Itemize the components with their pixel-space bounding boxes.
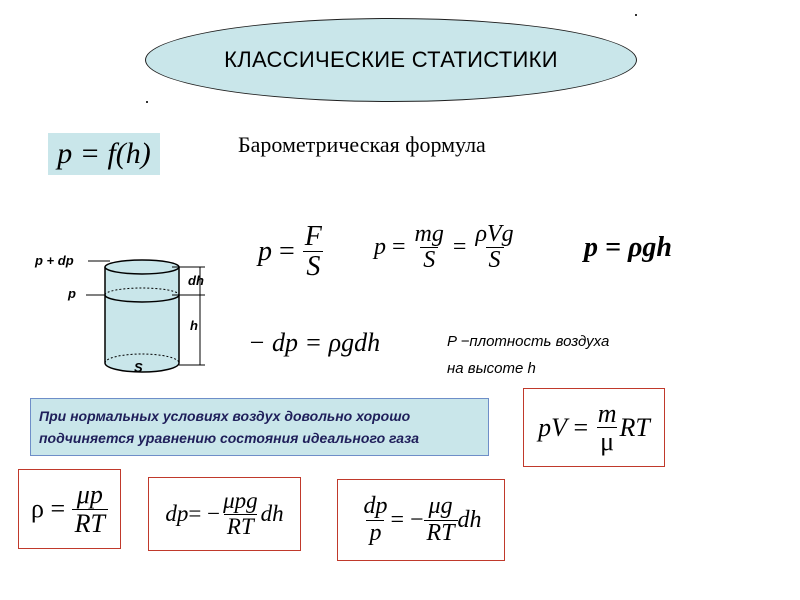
denominator: RT: [223, 513, 257, 539]
formula-text: p = ρgh: [584, 232, 672, 263]
denominator: μ: [597, 427, 618, 455]
formula-p-f-h-text: p = f(h): [57, 137, 151, 170]
page-title: КЛАССИЧЕСКИЕ СТАТИСТИКИ: [224, 47, 558, 72]
formula-lhs: pV: [538, 412, 568, 442]
numerator: F: [304, 221, 322, 252]
decor-dot: [635, 14, 637, 16]
formula-rhs: dh: [457, 506, 482, 533]
formula-dp-box: dp = − μpg RT dh: [148, 477, 301, 551]
formula-rhs: dh: [260, 501, 284, 526]
denominator: S: [420, 247, 439, 273]
numerator: m: [597, 398, 617, 428]
equals-sign: =: [567, 412, 595, 442]
fraction: mg S: [412, 221, 447, 273]
numerator: mg: [414, 221, 444, 247]
cylinder-diagram: p + dp p dh h S: [34, 253, 205, 375]
formula-dp-over-p-box: dp p = − μg RT dh: [337, 479, 505, 561]
equals-minus-sign: = −: [390, 506, 424, 533]
label-h: h: [190, 318, 198, 333]
fraction: μg RT: [423, 493, 458, 546]
formula-minus-dp: − dp = ρgdh: [248, 328, 380, 358]
fraction: μp RT: [71, 480, 108, 537]
formula-lhs: ρ: [31, 494, 44, 523]
formula-lhs: p: [374, 234, 386, 261]
equals-sign: =: [386, 234, 412, 261]
label-s: S: [134, 360, 143, 375]
ideal-gas-info-box: При нормальных условиях воздух довольно …: [30, 398, 489, 456]
numerator: ρVg: [475, 221, 514, 247]
equals-minus-sign: = −: [188, 501, 221, 526]
formula-lhs: p: [258, 235, 272, 267]
equals-sign: =: [446, 234, 473, 261]
numerator: dp: [363, 493, 388, 520]
numerator: μpg: [223, 488, 258, 514]
formula-p-f-over-s: p = F S: [258, 222, 325, 282]
title-ellipse: КЛАССИЧЕСКИЕ СТАТИСТИКИ: [145, 18, 637, 102]
denominator: S: [303, 251, 324, 282]
density-note-line1: P −плотность воздуха: [447, 333, 610, 350]
label-dh: dh: [188, 273, 204, 288]
decor-dot: [146, 101, 148, 103]
fraction: m μ: [595, 398, 620, 456]
formula-rhs: RT: [619, 412, 650, 442]
denominator: p: [366, 519, 385, 546]
label-p: p: [67, 286, 76, 301]
formula-ideal-gas-box: pV = m μ RT: [523, 388, 665, 467]
fraction-lhs: dp p: [360, 493, 390, 546]
info-line1: При нормальных условиях воздух довольно …: [39, 408, 411, 424]
formula-p-rho-g-h: p = ρgh: [584, 232, 672, 264]
density-note-line2: на высоте h: [447, 360, 536, 377]
formula-p-mg-over-s: p = mg S = ρVg S: [374, 221, 517, 273]
denominator: RT: [423, 519, 458, 546]
fraction: μpg RT: [220, 489, 261, 538]
formula-text: − dp = ρgdh: [248, 328, 381, 357]
numerator: μp: [76, 480, 103, 510]
fraction: ρVg S: [472, 221, 516, 273]
equals-sign: =: [272, 235, 302, 267]
formula-lhs: dp: [165, 501, 189, 526]
label-p-plus-dp: p + dp: [34, 253, 74, 268]
info-line2: подчиняется уравнению состояния идеально…: [39, 430, 420, 446]
denominator: RT: [71, 508, 108, 537]
density-note: P −плотность воздуха на высоте h: [447, 328, 609, 382]
numerator: μg: [428, 493, 453, 520]
equals-sign: =: [43, 494, 72, 523]
formula-rho-box: ρ = μp RT: [18, 469, 121, 549]
denominator: S: [485, 247, 504, 273]
barometric-formula-title: Барометрическая формула: [238, 132, 486, 157]
fraction: F S: [302, 222, 325, 282]
formula-p-f-h: p = f(h): [48, 133, 160, 175]
